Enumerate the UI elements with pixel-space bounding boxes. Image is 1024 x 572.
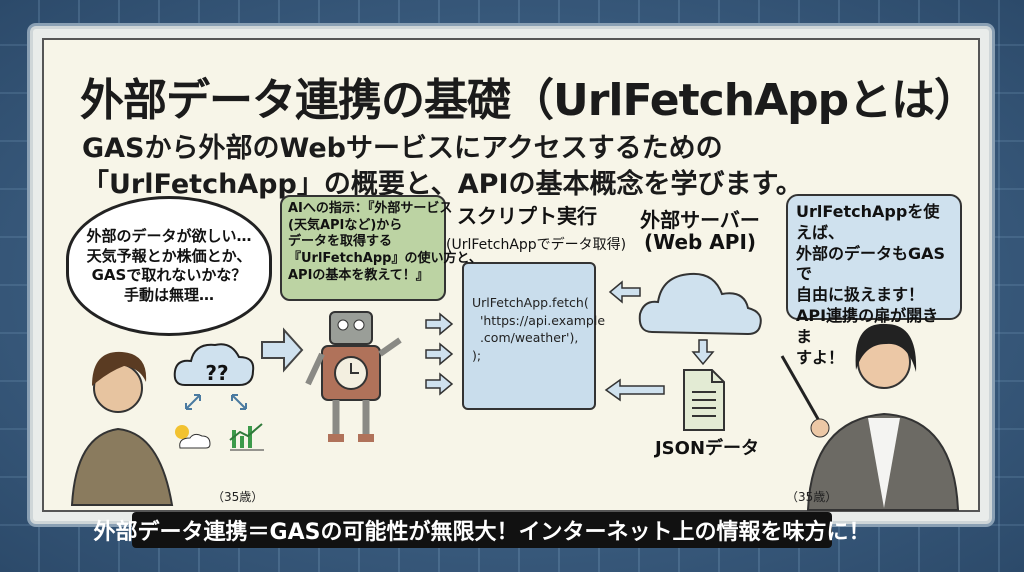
presenter-speech-bubble: UrlFetchAppを使えば、 外部のデータもGASで 自由に扱えます！ AP… <box>786 194 962 367</box>
speech-line: 自由に扱えます！ <box>796 285 925 305</box>
thought-line: 天気予報とか株価とか、 <box>86 246 252 265</box>
confused-man-illustration <box>70 351 174 506</box>
input-arrow-icons <box>425 312 454 396</box>
instruction-line: APIの基本を教えて！』 <box>288 267 429 283</box>
instruction-line: データを取得する <box>288 234 393 250</box>
thought-bubble: 外部のデータが欲しい… 天気予報とか株価とか、 GASで取れないかな？ 手動は無… <box>66 196 272 336</box>
ai-instruction-bubble: AIへの指示：『外部サービス (天気APIなど)から データを取得する 『Url… <box>280 195 482 301</box>
down-arrow-icon <box>691 339 715 366</box>
right-arrow-icon <box>261 327 304 373</box>
page-title: 外部データ連携の基礎（UrlFetchAppとは） <box>80 75 978 126</box>
thought-line: GASで取れないかな？ <box>91 266 247 284</box>
speech-line: すよ！ <box>796 347 845 367</box>
thought-line: 外部のデータが欲しい… <box>86 227 252 245</box>
right-age-label: （35歳） <box>786 490 838 504</box>
presenter-man-illustration <box>780 323 960 511</box>
thought-line: 手動は無理… <box>123 285 214 304</box>
cloud-question-mark: ?? <box>205 361 228 385</box>
weather-icon <box>175 425 211 449</box>
left-arrow-icon <box>604 378 665 402</box>
subtitle-line-1: GASから外部のWebサービスにアクセスするための <box>82 133 723 164</box>
speech-line: UrlFetchAppを使えば、 <box>796 202 940 242</box>
speech-line: API連携の扉が開きま <box>796 305 939 346</box>
double-arrow-icons <box>185 394 247 410</box>
json-label: JSONデータ <box>654 438 760 459</box>
script-subtitle: (UrlFetchAppでデータ取得) <box>446 237 627 253</box>
subtitle-line-2: 「UrlFetchApp」の概要と、APIの基本概念を学びます。 <box>82 169 803 200</box>
json-document-icon <box>683 369 725 431</box>
left-age-label: （35歳） <box>212 490 264 504</box>
caption-bar: 外部データ連携＝GASの可能性が無限大！インターネット上の情報を味方に！ <box>94 512 870 548</box>
server-cloud-icon <box>638 272 762 336</box>
instruction-line: AIへの指示：『外部サービス <box>288 201 453 216</box>
code-box: UrlFetchApp.fetch( 'https://api.example … <box>462 262 605 410</box>
question-cloud-icon <box>173 343 255 386</box>
pointer-stick <box>780 355 824 427</box>
left-arrow-icon <box>608 280 641 304</box>
robot-icon <box>305 311 402 442</box>
speech-line: 外部のデータもGASで <box>796 243 946 284</box>
server-subtitle: (Web API) <box>643 230 757 254</box>
instruction-line: 『UrlFetchApp』の使い方と、 <box>288 250 482 266</box>
server-title: 外部サーバー <box>640 208 760 232</box>
chart-icon <box>229 423 264 451</box>
script-title: スクリプト実行 <box>457 204 597 228</box>
instruction-line: (天気APIなど)から <box>288 217 403 233</box>
